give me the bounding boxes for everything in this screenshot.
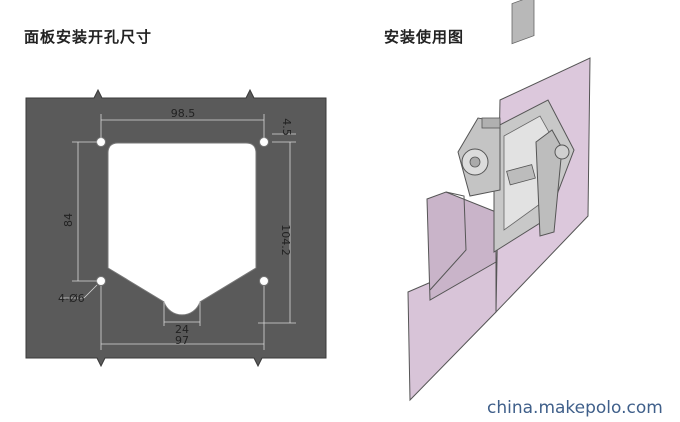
watermark-text: china.makepolo.com bbox=[487, 398, 663, 418]
dim-notch: 24 bbox=[175, 323, 189, 336]
hole-top-right bbox=[259, 137, 269, 147]
installation-title: 安装使用图 bbox=[384, 28, 465, 46]
handle-pivot bbox=[554, 144, 570, 160]
dim-holes: 4-Ø6 bbox=[58, 292, 85, 305]
dim-width-top: 98.5 bbox=[171, 107, 196, 120]
latch-handle bbox=[535, 129, 563, 237]
installation-illustration bbox=[407, 0, 591, 402]
dimension-lines bbox=[60, 114, 296, 350]
dim-height-right: 104.2 bbox=[279, 224, 292, 256]
dimension-labels: 98.5 4.5 84 104.2 4-Ø6 24 97 bbox=[58, 107, 293, 347]
hole-bottom-left bbox=[96, 276, 106, 286]
dim-width-bottom: 97 bbox=[175, 334, 189, 347]
hole-top-left bbox=[96, 137, 106, 147]
dim-height-left: 84 bbox=[62, 213, 75, 227]
latch-bolt bbox=[506, 164, 536, 186]
hole-bottom-right bbox=[259, 276, 269, 286]
cutout bbox=[107, 142, 257, 316]
cutout-shape bbox=[107, 142, 257, 316]
dim-hole-offset: 4.5 bbox=[280, 118, 293, 136]
cutout-title: 面板安装开孔尺寸 bbox=[24, 28, 153, 46]
